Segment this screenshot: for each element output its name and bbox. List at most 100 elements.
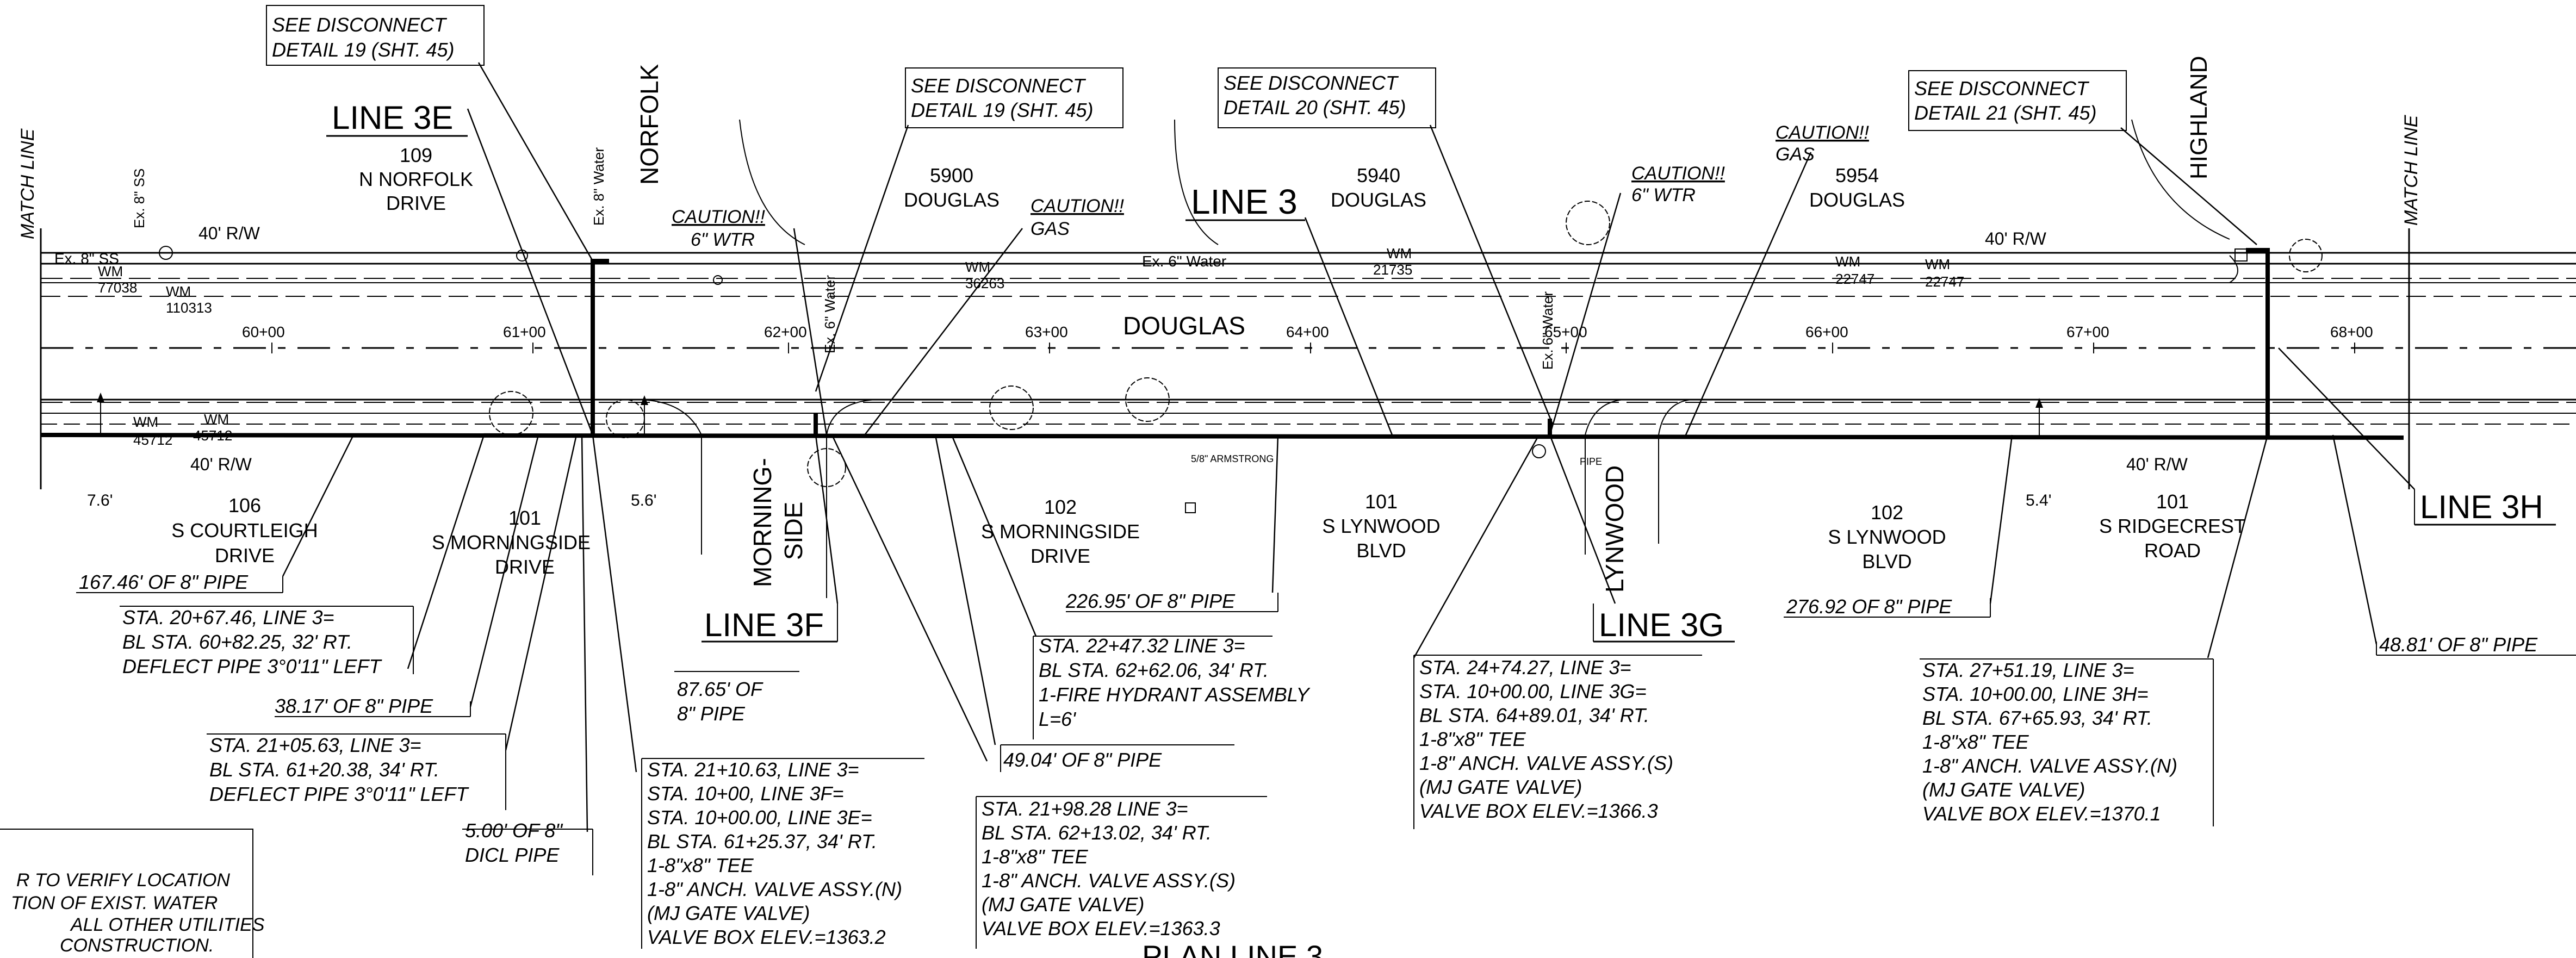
lynwood-curve-2 [1658,399,1692,544]
leader-line-3g [1549,434,1616,604]
leader-c5 [951,434,1037,637]
highland-curve [2229,255,2238,283]
callout-4-l2: BL STA. 62+13.02, 34' RT. [982,822,1212,844]
meter-label: WM [1835,253,1860,270]
callout-brackets [76,576,2576,949]
callout-6-l3: BL STA. 64+89.01, 34' RT. [1419,704,1649,726]
callouts: STA. 20+67.46, LINE 3= BL STA. 60+82.25,… [122,606,2177,948]
address-101c-num: 101 [2156,490,2189,513]
callout-3-l2: STA. 10+00, LINE 3F= [647,782,844,805]
callout-3-l7: (MJ GATE VALVE) [647,902,810,924]
disconnect-1-l1: SEE DISCONNECT [272,14,448,36]
callout-7-l6: (MJ GATE VALVE) [1922,779,2085,801]
leader-disc-1 [477,62,594,262]
caution-3-sub: 6" WTR [1631,185,1696,206]
line-3f-label: LINE 3F [704,607,824,643]
callout-4-l4: 1-8" ANCH. VALVE ASSY.(S) [982,869,1236,892]
tree [1125,377,1170,422]
address-102b-street: S LYNWOOD [1828,526,1946,548]
meter-number: 22747 [1925,273,1964,290]
row-top-label: 40' R/W [198,223,260,243]
row-top-right-label: 40' R/W [1985,229,2047,248]
station-label: 62+00 [764,324,807,340]
meter-number: 77038 [98,279,137,296]
caution-1-sub: 6" WTR [691,229,755,250]
disconnect-boxes [266,5,2127,131]
line-3-label: LINE 3 [1191,182,1298,221]
callout-2-l3: DEFLECT PIPE 3°0'11" LEFT [209,783,470,805]
address-102a-num: 102 [1044,496,1077,518]
address-101b-type: BLVD [1356,539,1406,562]
callout-6-l2: STA. 10+00.00, LINE 3G= [1419,680,1647,702]
norfolk-curve [636,399,702,555]
sheet-title: PLAN LINE 3 [1142,939,1323,958]
address-101c-street: S RIDGECREST [2099,515,2246,537]
pipe-length-2: 38.17' OF 8" PIPE [275,695,433,717]
caution-4-title: CAUTION!! [1776,122,1869,143]
leader-p1 [282,434,355,577]
meter-label: WM [98,263,123,279]
leader-caution-4 [1685,152,1812,436]
callout-6-l4: 1-8"x8" TEE [1419,728,1526,750]
disconnect-2-l2: DETAIL 19 (SHT. 45) [911,99,1093,121]
address-109-type: DRIVE [386,192,446,214]
valve-symbol [516,250,528,262]
leader-c1 [407,434,485,669]
leader-c4 [831,434,988,762]
row-bottom-label: 40' R/W [190,455,252,474]
callout-2-l1: STA. 21+05.63, LINE 3= [209,734,421,756]
exist-water-horiz: Ex. 6" Water [1142,253,1226,270]
meter-label: WM [166,283,191,300]
tree [989,385,1034,430]
callout-4-l5: (MJ GATE VALVE) [982,893,1144,916]
note-box [0,829,253,958]
leader-p6 [934,434,996,745]
meter-label: WM [133,414,158,430]
trees [489,201,2323,487]
address-5940-num: 5940 [1357,164,1400,186]
disconnect-3-l2: DETAIL 20 (SHT. 45) [1224,96,1406,119]
meter-number: 110313 [166,300,212,316]
note-l4: CONSTRUCTION. [60,935,214,956]
driveway-curve-2 [1174,119,1219,245]
leader-disc-3 [1429,125,1554,425]
tree [489,391,533,436]
leader-disc-4 [2120,127,2257,245]
meter-box [1185,502,1196,513]
disconnect-box-3 [1218,67,1436,128]
callout-7-l3: BL STA. 67+65.93, 34' RT. [1922,707,2152,729]
address-101a-street: S MORNINGSIDE [432,531,591,553]
label-underlines [326,135,2556,643]
callout-7-l5: 1-8" ANCH. VALVE ASSY.(N) [1922,755,2177,777]
address-101a-type: DRIVE [495,556,555,578]
meter-label: WM [1925,256,1950,272]
callout-3-l1: STA. 21+10.63, LINE 3= [647,758,859,781]
pipe-length-4a: 5.00' OF 8" [465,819,563,842]
caution-4-sub: GAS [1776,144,1815,165]
pipe-length-7: 276.92 OF 8" PIPE [1786,595,1952,618]
disconnect-3-l1: SEE DISCONNECT [1224,72,1399,94]
hydrant-symbol [159,246,173,260]
note-l3: ALL OTHER UTILITIES [70,915,265,935]
pipe-length-4b: DICL PIPE [465,844,560,866]
meter-symbol [713,275,723,285]
match-line-left-label: MATCH LINE [17,128,38,239]
dimension-arrows [97,393,2043,438]
valve-symbol [1532,444,1546,458]
street-highland: HIGHLAND [2186,56,2212,179]
disconnect-box-1 [266,5,485,66]
address-102a-street: S MORNINGSIDE [981,520,1140,543]
leader-p2 [469,434,539,707]
callout-4-l1: STA. 21+98.28 LINE 3= [982,798,1188,820]
address-5940-street: DOUGLAS [1331,189,1426,211]
leader-line-3f [815,434,839,604]
line-3h-label: LINE 3H [2420,489,2543,525]
callout-3-l6: 1-8" ANCH. VALVE ASSY.(N) [647,878,902,900]
station-label: 61+00 [503,324,546,340]
leader-disc-2 [815,125,909,392]
meter-number: 45712 [133,432,172,448]
street-lynwood: LYNWOOD [1600,465,1629,593]
line-3h [2246,248,2270,438]
callout-3-l4: BL STA. 61+25.37, 34' RT. [647,830,877,853]
